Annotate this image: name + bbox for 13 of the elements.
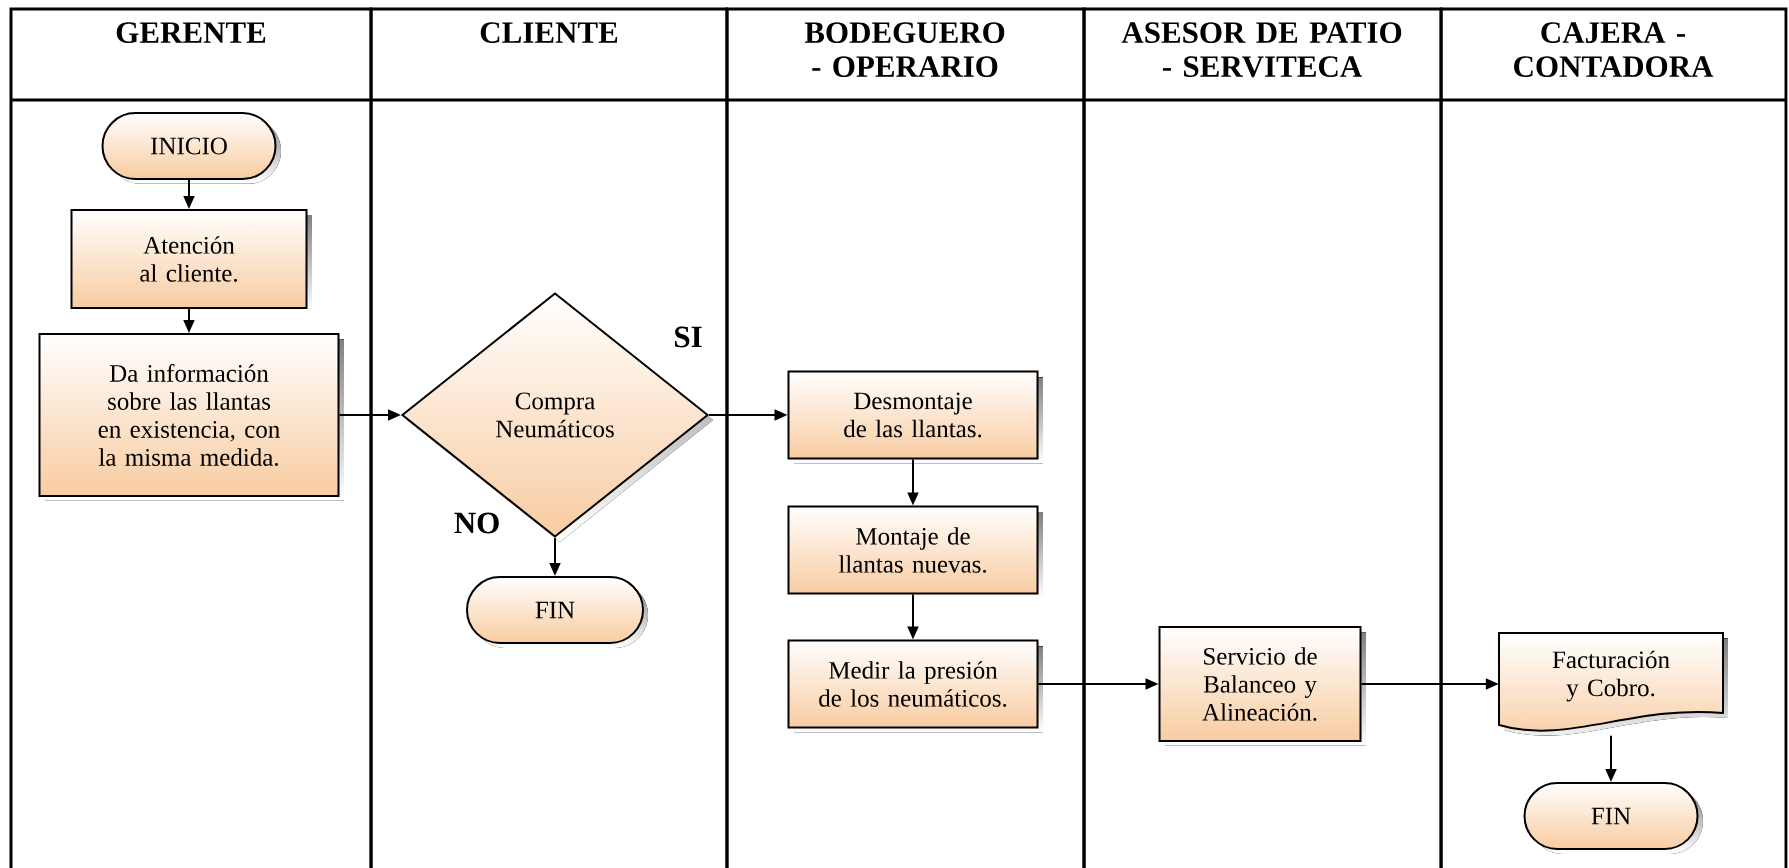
edge-label: NO — [451, 510, 503, 536]
lane-header: CAJERA - CONTADORA — [1514, 22, 1714, 78]
process-box: Montaje de llantas nuevas. — [787, 505, 1043, 599]
process-box: Medir la presión de los neumáticos. — [787, 639, 1043, 733]
process-box: Da información sobre las llantas en existencia, con la misma medida. — [38, 333, 344, 501]
process-box: Atención al cliente. — [70, 209, 312, 313]
lane-header: GERENTE — [116, 22, 266, 44]
lane-header: BODEGUERO - OPERARIO — [804, 22, 1005, 78]
edge-label: SI — [671, 324, 705, 350]
lane-header: CLIENTE — [480, 22, 618, 44]
lane-header: ASESOR DE PATIO - SERVITECA — [1121, 22, 1402, 78]
process-box: Servicio de Balanceo y Alineación. — [1158, 626, 1366, 746]
process-box: Desmontaje de las llantas. — [787, 370, 1043, 464]
